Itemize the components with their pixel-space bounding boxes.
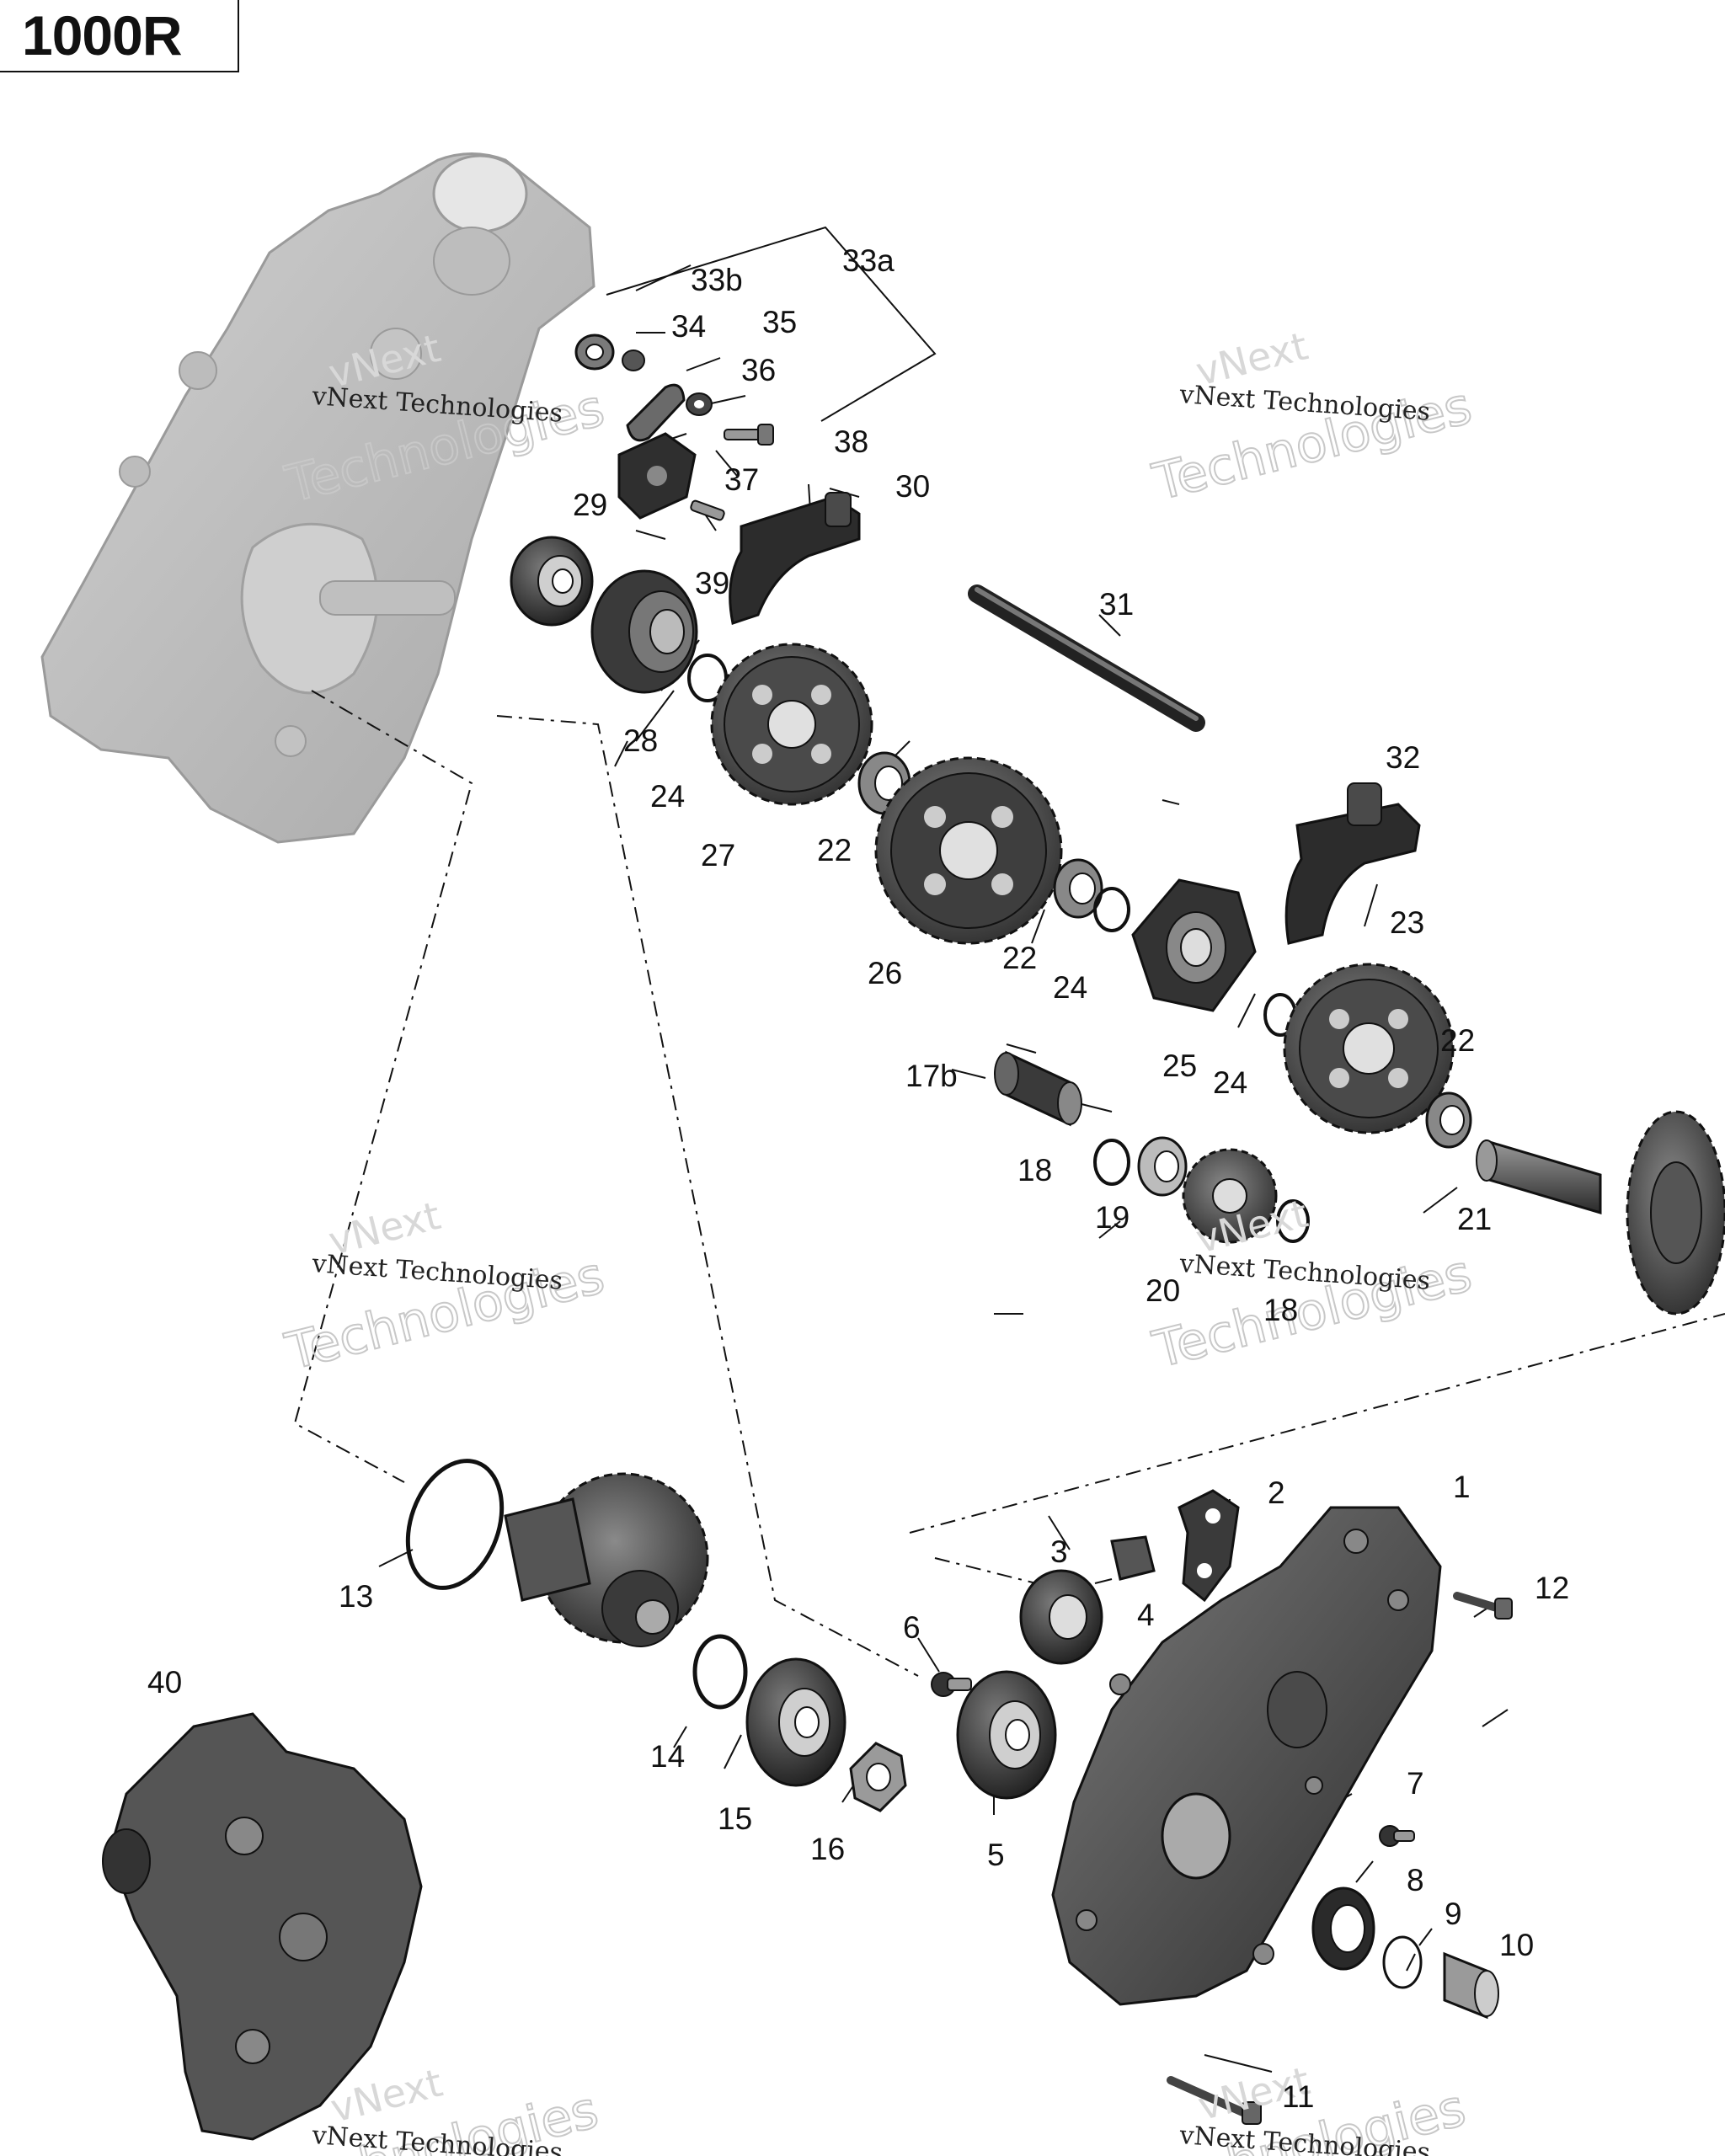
part-31-shift-rail	[968, 584, 1205, 732]
callout-4: 4	[1137, 1598, 1155, 1632]
callout-23: 23	[1390, 905, 1424, 940]
part-32-shift-fork	[1284, 782, 1421, 945]
callout-33b: 33b	[691, 263, 743, 297]
part-17b-spacer	[994, 1050, 1082, 1127]
part-4-bearing	[1019, 1569, 1103, 1665]
callout-33a: 33a	[842, 243, 895, 278]
part-10-bushing	[1443, 1951, 1499, 2020]
part-25-shift-dog	[1131, 878, 1257, 1012]
part-12-bolt	[1453, 1592, 1513, 1620]
callout-38: 38	[834, 424, 868, 459]
part-22-needle-bearing-c	[1425, 1091, 1472, 1149]
callout-2: 2	[1268, 1476, 1285, 1510]
watermark-bottom-left: vNext Technologies	[273, 2060, 605, 2156]
callout-6: 6	[903, 1610, 921, 1645]
callout-27: 27	[701, 838, 735, 873]
callout-22c: 22	[1440, 1023, 1475, 1058]
callout-18a: 18	[1017, 1153, 1052, 1187]
callout-24c: 24	[1213, 1065, 1247, 1100]
part-38-screw	[724, 424, 774, 446]
part-2-bracket	[1178, 1489, 1240, 1603]
callout-40: 40	[147, 1665, 182, 1700]
callout-13: 13	[339, 1579, 373, 1614]
part-18-circlip-a	[1093, 1139, 1130, 1186]
part-34-washer	[622, 350, 645, 371]
transmission-housing-ghost	[40, 152, 595, 844]
callout-19: 19	[1095, 1200, 1130, 1235]
callout-7: 7	[1407, 1766, 1424, 1801]
part-33b-bearing	[574, 334, 615, 371]
part-13-o-ring	[405, 1459, 505, 1590]
part-14-circlip	[692, 1634, 748, 1710]
part-3-plug	[1110, 1535, 1156, 1581]
callout-3: 3	[1050, 1534, 1068, 1569]
part-23-gear	[1283, 963, 1455, 1134]
callout-37: 37	[724, 462, 759, 497]
part-22-needle-bearing-b	[1053, 858, 1103, 919]
callout-9: 9	[1445, 1897, 1462, 1931]
part-9-o-ring	[1382, 1935, 1423, 1989]
callout-18b: 18	[1263, 1293, 1298, 1327]
part-1-transmission-cover	[1051, 1506, 1442, 2006]
callout-5: 5	[987, 1838, 1005, 1872]
part-15-bearing	[745, 1657, 846, 1787]
part-36-washer	[686, 392, 713, 416]
callout-22b: 22	[1002, 941, 1037, 975]
assembly-dash-lines	[293, 690, 1725, 1677]
callout-14: 14	[650, 1739, 685, 1774]
callout-32: 32	[1386, 740, 1420, 775]
part-7-screw	[1379, 1825, 1415, 1847]
callout-28: 28	[623, 723, 658, 758]
part-39-screw	[690, 499, 725, 521]
model-label-box: 1000R	[0, 0, 239, 72]
part-29-bearing	[510, 536, 594, 627]
part-30-shift-fork	[729, 492, 861, 625]
callout-35: 35	[762, 305, 797, 339]
part-5-bearing	[956, 1670, 1057, 1800]
callout-11: 11	[1282, 2079, 1314, 2114]
callout-29: 29	[573, 488, 607, 522]
part-27-gear	[710, 643, 873, 806]
part-40-complete-transmission	[102, 1712, 423, 2141]
callout-1: 1	[1453, 1470, 1471, 1504]
callout-30: 30	[895, 469, 930, 504]
callout-31: 31	[1099, 587, 1134, 622]
callout-25: 25	[1162, 1049, 1197, 1083]
part-28-shift-sleeve	[590, 569, 698, 694]
callout-8: 8	[1407, 1863, 1424, 1897]
callout-15: 15	[718, 1801, 752, 1836]
part-35-detent-lever	[626, 383, 686, 442]
callout-21: 21	[1457, 1202, 1492, 1236]
callout-24b: 24	[1053, 970, 1087, 1005]
callout-39: 39	[695, 566, 729, 600]
callout-36: 36	[741, 353, 776, 387]
part-20-gear	[1182, 1148, 1278, 1244]
callout-17b: 17b	[905, 1059, 958, 1093]
part-16-nut	[849, 1742, 907, 1812]
callouts: 1 2 3 4 5 6 7 8 9 10 11 12 13 14 15 16 1…	[147, 243, 1569, 2114]
callout-22a: 22	[817, 833, 852, 867]
part-19-bushing	[1137, 1136, 1188, 1197]
callout-34: 34	[671, 309, 706, 344]
part-24-circlip-b	[1093, 887, 1130, 932]
callout-10: 10	[1499, 1928, 1534, 1962]
model-label: 1000R	[22, 4, 182, 67]
part-8-oil-seal	[1311, 1886, 1375, 1971]
callout-12: 12	[1535, 1571, 1569, 1605]
callout-16: 16	[810, 1832, 845, 1866]
part-37-shift-cam	[617, 432, 697, 520]
part-18-circlip-b	[1276, 1199, 1310, 1243]
part-6-screw	[931, 1672, 972, 1697]
callout-24a: 24	[650, 779, 685, 814]
part-26-gear	[874, 756, 1063, 945]
part-21-output-shaft	[1476, 1110, 1725, 1315]
differential-gear-assembly	[504, 1472, 709, 1647]
part-11-bolt	[1167, 2076, 1262, 2125]
callout-20: 20	[1146, 1273, 1180, 1308]
callout-26: 26	[868, 956, 902, 990]
